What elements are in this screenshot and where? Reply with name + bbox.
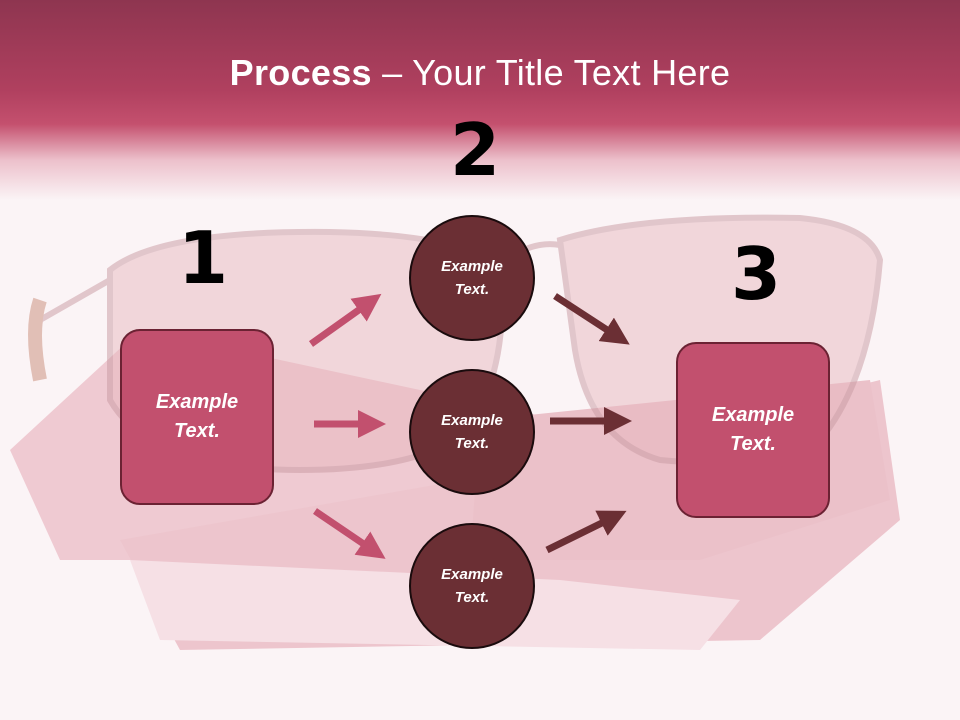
step-number-1: 1: [178, 216, 229, 300]
step-2-circle-top[interactable]: Example Text.: [409, 215, 535, 341]
circle-middle-line2: Text.: [454, 435, 490, 452]
step-3-box-line1: Example: [711, 404, 795, 426]
step-2-circle-middle[interactable]: Example Text.: [409, 369, 535, 495]
step-1-box[interactable]: Example Text.: [120, 329, 274, 505]
circle-bottom-line1: Example: [441, 566, 503, 583]
step-3-box-line2: Text.: [730, 433, 776, 455]
step-2-circle-bottom[interactable]: Example Text.: [409, 523, 535, 649]
circle-top-line2: Text.: [454, 281, 490, 298]
title-bold: Process: [229, 52, 372, 93]
title-rest: – Your Title Text Here: [371, 52, 731, 93]
step-3-box[interactable]: Example Text.: [676, 342, 830, 518]
step-1-box-line2: Text.: [174, 420, 220, 442]
page-title: Process – Your Title Text Here: [0, 52, 960, 94]
step-number-3: 3: [731, 232, 782, 316]
step-1-box-line1: Example: [155, 391, 239, 413]
step-number-2: 2: [450, 108, 501, 192]
circle-middle-line1: Example: [441, 412, 503, 429]
circle-bottom-line2: Text.: [454, 589, 490, 606]
circle-top-line1: Example: [441, 258, 503, 275]
header-band: [0, 0, 960, 200]
